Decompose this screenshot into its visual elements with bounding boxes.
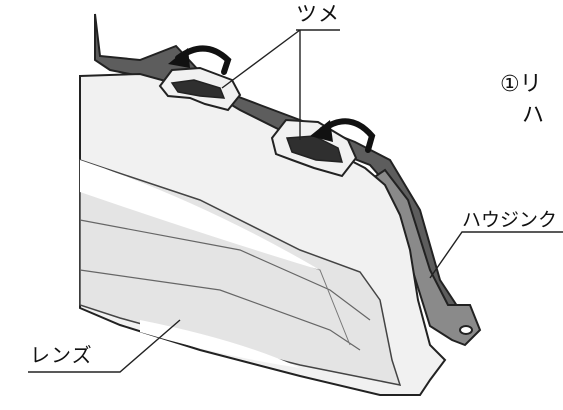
lens-inner-line-1 [79,219,371,321]
lens-highlight [80,160,320,270]
tab-left-slot [170,79,226,99]
label-step-line2: ハ [522,103,545,128]
arrow-head-right [310,120,333,142]
leader-lens [28,319,181,373]
lens-highlight-2 [140,320,300,368]
label-lens: レンズ [30,343,93,367]
lens-inner-line-2 [79,269,361,351]
label-tsume: ツメ [296,2,340,26]
leader-tsume-left [221,29,301,89]
arrow-head-left [168,48,190,68]
leader-housing [429,231,563,279]
label-housing: ハウジンク [462,209,558,231]
label-step-line1: ①リ [500,72,542,97]
mounting-hole [459,325,473,335]
